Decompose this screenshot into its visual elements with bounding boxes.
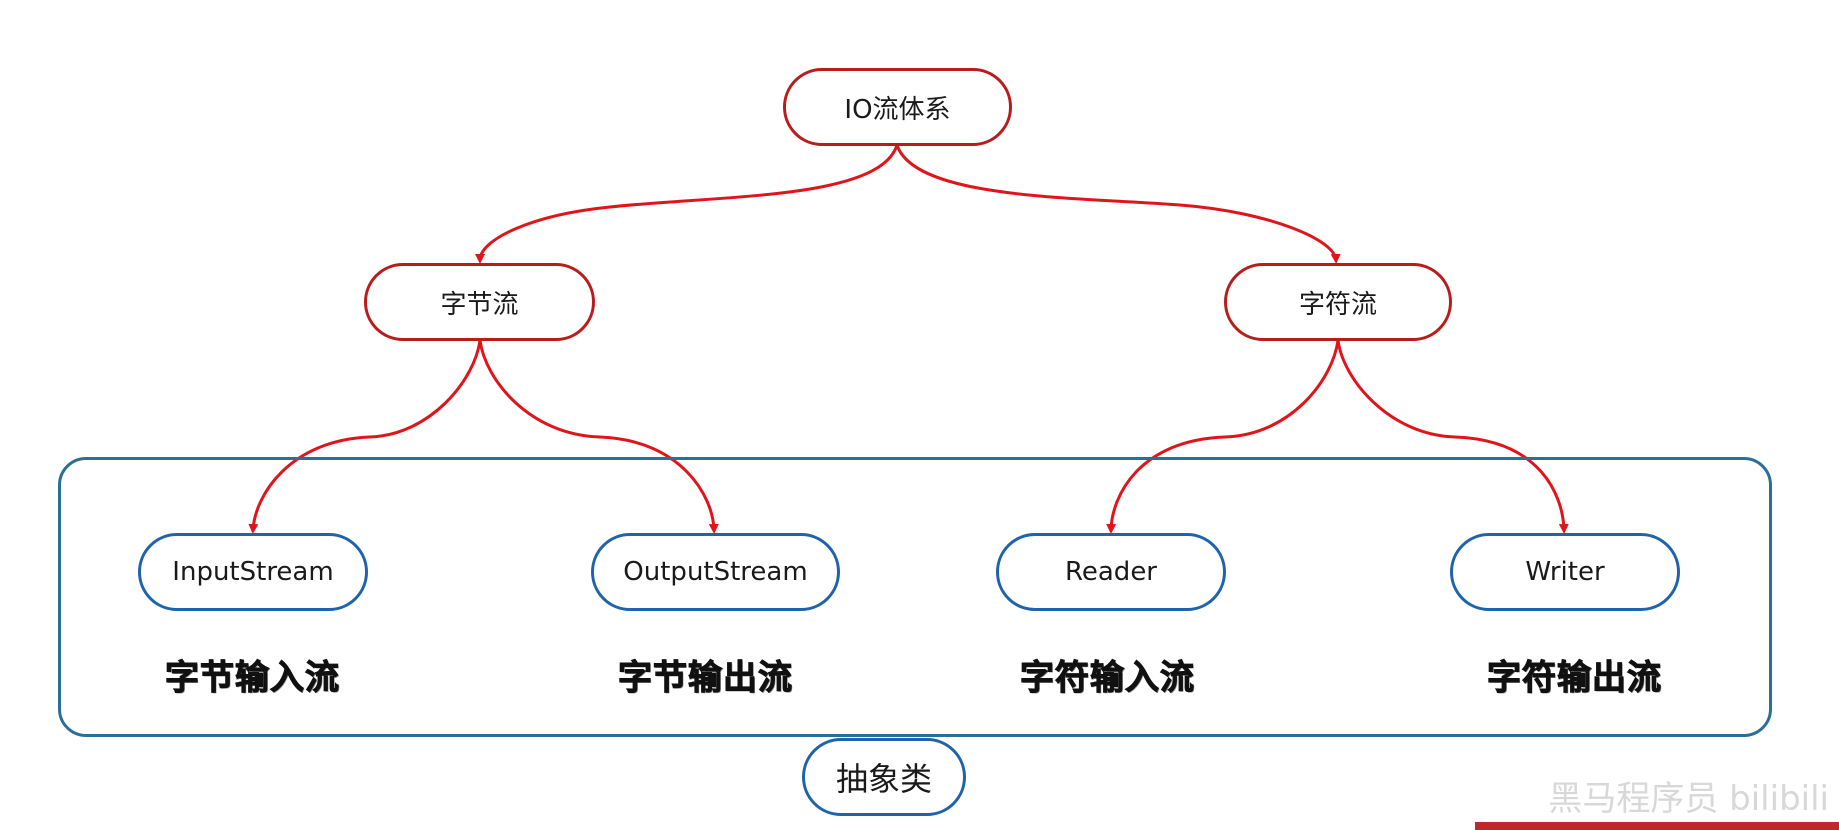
abstract-class-group <box>58 457 1772 737</box>
category-node-charstream: 字符流 <box>1224 263 1452 341</box>
caption-writer: 字符输出流 <box>1487 658 1662 699</box>
category-node-bytestream-label: 字节流 <box>440 289 519 320</box>
group-label-text: 抽象类 <box>835 760 932 798</box>
class-node-reader: Reader <box>996 533 1226 611</box>
class-node-reader-label: Reader <box>1064 557 1157 587</box>
edge-bytestream-outputstream <box>478 339 719 534</box>
category-node-bytestream: 字节流 <box>364 263 595 341</box>
edge-bytestream-inputstream <box>248 339 482 534</box>
caption-inputstream: 字节输入流 <box>165 658 340 699</box>
caption-reader: 字符输入流 <box>1020 658 1195 699</box>
class-node-outputstream: OutputStream <box>591 533 840 611</box>
edge-charstream-writer <box>1336 339 1569 534</box>
edge-root-bytestream <box>475 144 899 264</box>
class-node-writer-label: Writer <box>1525 557 1605 587</box>
group-label-node: 抽象类 <box>802 738 966 816</box>
edge-root-charstream <box>895 144 1341 264</box>
root-node-label: IO流体系 <box>844 94 951 125</box>
class-node-outputstream-label: OutputStream <box>623 557 808 587</box>
category-node-charstream-label: 字符流 <box>1298 289 1377 320</box>
class-node-inputstream: InputStream <box>138 533 368 611</box>
class-node-writer: Writer <box>1450 533 1680 611</box>
class-node-inputstream-label: InputStream <box>172 557 334 587</box>
edge-charstream-reader <box>1106 339 1340 534</box>
watermark-bar <box>1475 822 1839 830</box>
watermark: 黑马程序员 bilibili <box>1548 779 1829 819</box>
caption-outputstream: 字节输出流 <box>618 658 793 699</box>
root-node: IO流体系 <box>783 68 1012 146</box>
